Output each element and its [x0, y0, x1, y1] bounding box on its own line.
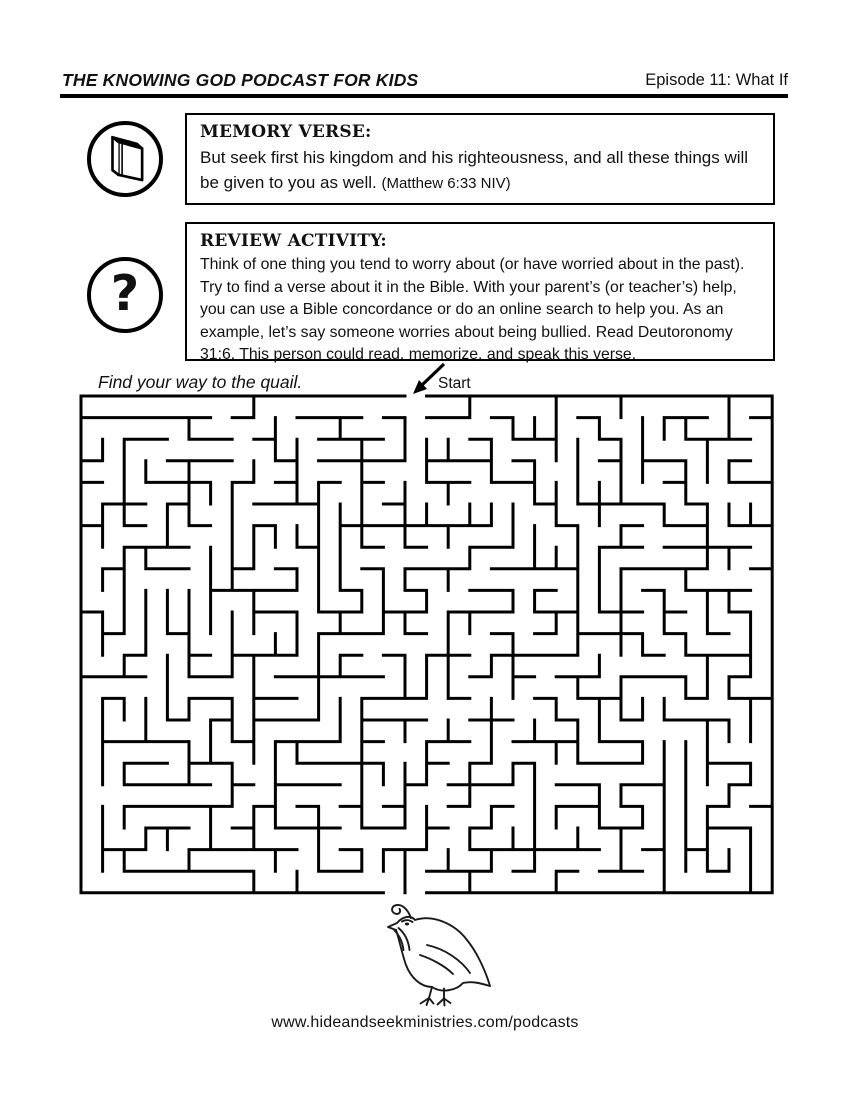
verse-text: But seek first his kingdom and his right… — [200, 148, 749, 192]
page-title: THE KNOWING GOD PODCAST FOR KIDS — [62, 70, 419, 90]
episode-label: Episode 11: What If — [645, 71, 788, 89]
verse-reference: (Matthew 6:33 NIV) — [381, 175, 511, 192]
memory-verse-heading: MEMORY VERSE: — [200, 122, 372, 142]
maze — [79, 394, 774, 895]
header-rule — [60, 94, 788, 98]
footer-url: www.hideandseekministries.com/podcasts — [271, 1014, 579, 1031]
start-label: Start — [438, 375, 471, 392]
memory-verse-text: But seek first his kingdom and his right… — [200, 145, 760, 196]
review-activity-heading: REVIEW ACTIVITY: — [200, 231, 387, 251]
quail-image — [387, 904, 491, 1007]
review-activity-box: REVIEW ACTIVITY: Think of one thing you … — [185, 222, 775, 363]
book-icon — [87, 121, 163, 197]
memory-verse-box: MEMORY VERSE: But seek first his kingdom… — [185, 113, 775, 205]
question-mark-icon: ? — [87, 257, 163, 333]
question-glyph: ? — [110, 264, 140, 322]
review-activity-text: Think of one thing you tend to worry abo… — [200, 256, 745, 363]
maze-caption: Find your way to the quail. — [98, 372, 303, 392]
book-glyph — [111, 135, 144, 182]
start-arrow-icon — [413, 362, 446, 394]
